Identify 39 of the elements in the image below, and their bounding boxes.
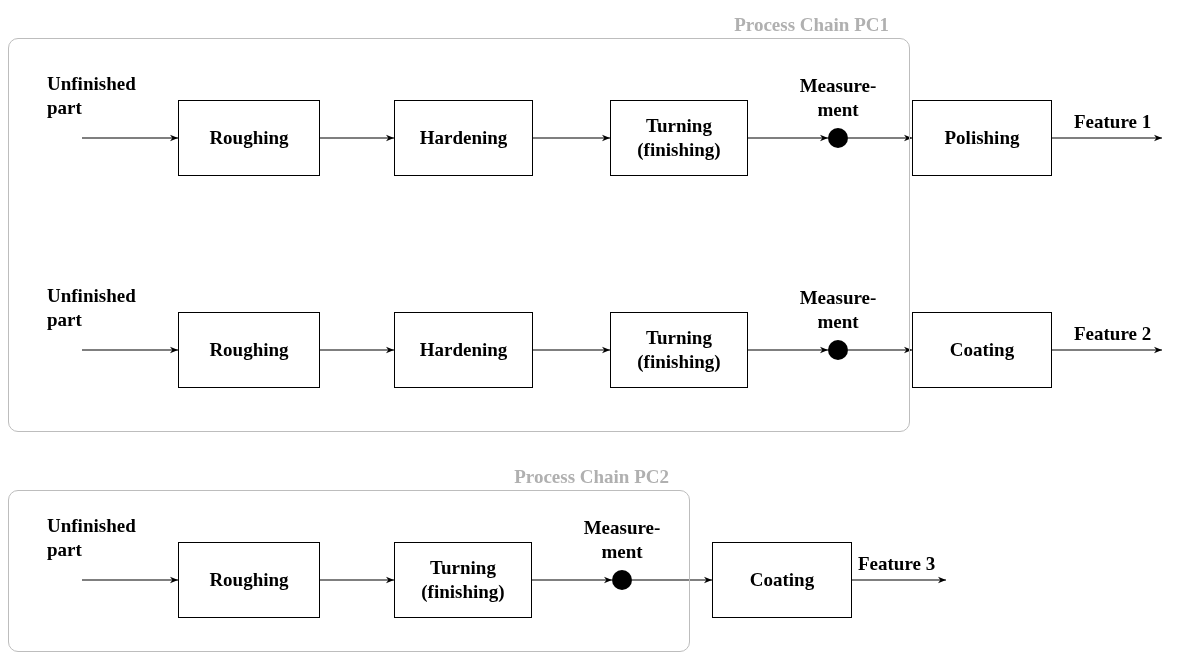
arrow xyxy=(81,346,179,354)
edge-label: Feature 2 xyxy=(1074,322,1153,346)
process-box: Turning (finishing) xyxy=(394,542,532,618)
arrow xyxy=(747,134,829,142)
process-box: Turning (finishing) xyxy=(610,100,748,176)
arrow xyxy=(747,346,829,354)
arrow xyxy=(631,576,713,584)
process-box: Polishing xyxy=(912,100,1052,176)
arrow xyxy=(847,134,913,142)
arrow xyxy=(319,576,395,584)
process-box: Turning (finishing) xyxy=(610,312,748,388)
edge-label: Unfinished part xyxy=(47,72,137,120)
edge-label: Feature 3 xyxy=(858,552,937,576)
arrow xyxy=(847,346,913,354)
group-title: Process Chain PC1 xyxy=(734,13,889,37)
arrow xyxy=(532,134,611,142)
process-box: Roughing xyxy=(178,312,320,388)
edge-label: Unfinished part xyxy=(47,284,137,332)
process-box: Roughing xyxy=(178,100,320,176)
edge-label: Feature 1 xyxy=(1074,110,1153,134)
process-box: Hardening xyxy=(394,312,533,388)
arrow xyxy=(1051,346,1163,354)
measurement-label: Measure- ment xyxy=(798,74,878,122)
process-box: Coating xyxy=(912,312,1052,388)
measurement-label: Measure- ment xyxy=(582,516,662,564)
arrow xyxy=(319,346,395,354)
arrow xyxy=(532,346,611,354)
process-box: Roughing xyxy=(178,542,320,618)
process-box: Coating xyxy=(712,542,852,618)
edge-label: Unfinished part xyxy=(47,514,137,562)
arrow xyxy=(319,134,395,142)
arrow xyxy=(81,134,179,142)
process-box: Hardening xyxy=(394,100,533,176)
measurement-label: Measure- ment xyxy=(798,286,878,334)
group-title: Process Chain PC2 xyxy=(514,465,669,489)
arrow xyxy=(851,576,947,584)
arrow xyxy=(531,576,613,584)
arrow xyxy=(81,576,179,584)
arrow xyxy=(1051,134,1163,142)
